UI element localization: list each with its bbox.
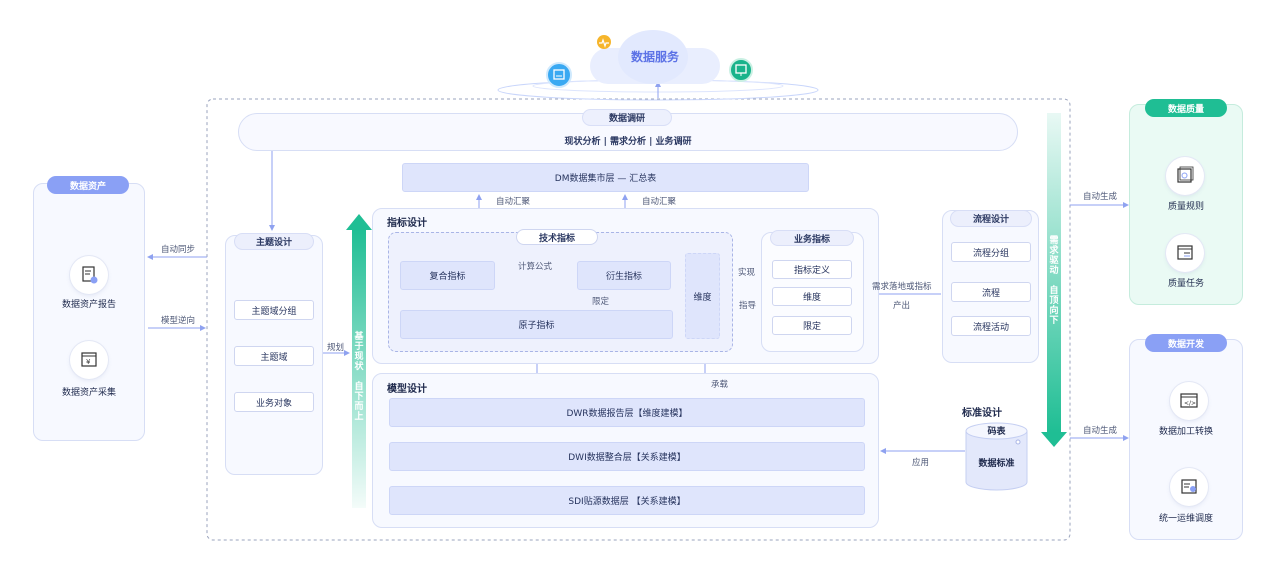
metric-definition[interactable]: 指标定义 [772,260,852,279]
schedule-icon[interactable] [1170,468,1208,506]
report-icon[interactable] [70,256,108,294]
data-research-subtitle: 现状分析 | 需求分析 | 业务调研 [564,137,692,147]
yen-collect-icon[interactable]: ¥ [70,341,108,379]
tech-metric-title: 技术指标 [516,229,598,245]
edge-label-auto-agg-2: 自动汇聚 [642,197,677,207]
dwi-layer[interactable]: DWI数据整合层【关系建模】 [389,442,865,471]
sdi-layer[interactable]: SDI贴源数据层 【关系建模】 [389,486,865,515]
data-transform-label: 数据加工转换 [1158,427,1213,437]
bottom-up-bar [352,228,366,508]
edge-label-implement: 实现 [738,268,756,278]
edge-label-plan: 规划 [327,343,345,353]
cloud-title: 数据服务 [630,50,679,64]
subject-domain-group[interactable]: 主题域分组 [234,300,314,320]
asset-collect-label: 数据资产采集 [61,388,116,398]
data-quality-title: 数据质量 [1145,99,1227,117]
business-object[interactable]: 业务对象 [234,392,314,412]
subject-design-title: 主题设计 [234,233,314,250]
svg-text:¥: ¥ [86,358,91,366]
edge-label-qualify: 限定 [592,297,610,307]
edge-label-auto-gen-2: 自动生成 [1083,426,1118,436]
biz-qualifier[interactable]: 限定 [772,316,852,335]
data-research-title: 数据调研 [582,109,672,126]
composite-metric[interactable]: 复合指标 [400,261,495,290]
data-dev-panel [1129,339,1243,540]
model-design-title: 模型设计 [387,384,427,395]
process-design-title: 流程设计 [950,210,1032,227]
standard-design-title: 标准设计 [962,408,1002,419]
quality-rule-label: 质量规则 [1167,202,1204,212]
svg-text:</>: </> [1184,400,1196,407]
code-table-label: 码表 [987,427,1006,437]
edge-label-calc-formula: 计算公式 [518,262,553,272]
edge-label-carry: 承载 [711,380,729,390]
biz-metric-title: 业务指标 [770,230,854,246]
edge-label-auto-sync: 自动同步 [161,245,196,255]
process-activity[interactable]: 流程活动 [951,316,1031,336]
data-asset-title: 数据资产 [47,176,129,194]
bi-chart-icon [546,62,572,88]
atomic-metric[interactable]: 原子指标 [400,310,673,339]
standard-cylinder[interactable] [965,422,1028,492]
dimension-box[interactable]: 维度 [685,253,720,339]
data-dev-title: 数据开发 [1145,334,1227,352]
platform-frame [206,98,1071,541]
edge-label-auto-gen-1: 自动生成 [1083,192,1118,202]
code-icon[interactable]: </> [1170,382,1208,420]
dm-mart-layer[interactable]: DM数据集市层 — 汇总表 [402,163,809,192]
task-icon[interactable] [1166,234,1204,272]
edge-label-auto-agg-1: 自动汇聚 [496,197,531,207]
data-service-cloud[interactable]: 数据服务 [590,30,720,86]
ops-schedule-label: 统一运维调度 [1158,514,1213,524]
process[interactable]: 流程 [951,282,1031,302]
data-asset-panel [33,183,145,441]
data-standard-label: 数据标准 [978,459,1015,469]
quality-task-label: 质量任务 [1167,279,1204,289]
biz-dimension[interactable]: 维度 [772,287,852,306]
edge-label-requirement-2: 产出 [893,301,911,311]
dwr-layer[interactable]: DWR数据报告层【维度建模】 [389,398,865,427]
monitor-icon [729,58,753,82]
edge-label-guide: 指导 [739,301,757,311]
pulse-icon [597,35,611,49]
top-down-text: 需求驱动 自顶向下 [1049,236,1059,326]
metric-design-title: 指标设计 [387,218,427,229]
bottom-up-text: 基于现状 自下而上 [354,332,364,422]
subject-domain[interactable]: 主题域 [234,346,314,366]
asset-report-label: 数据资产报告 [61,300,116,310]
top-down-bar [1047,113,1061,433]
edge-label-model-reverse: 模型逆向 [161,316,196,326]
rule-icon[interactable] [1166,157,1204,195]
process-group[interactable]: 流程分组 [951,242,1031,262]
edge-label-requirement-1: 需求落地或指标 [872,282,932,292]
edge-label-apply: 应用 [912,458,930,468]
derived-metric[interactable]: 衍生指标 [577,261,671,290]
